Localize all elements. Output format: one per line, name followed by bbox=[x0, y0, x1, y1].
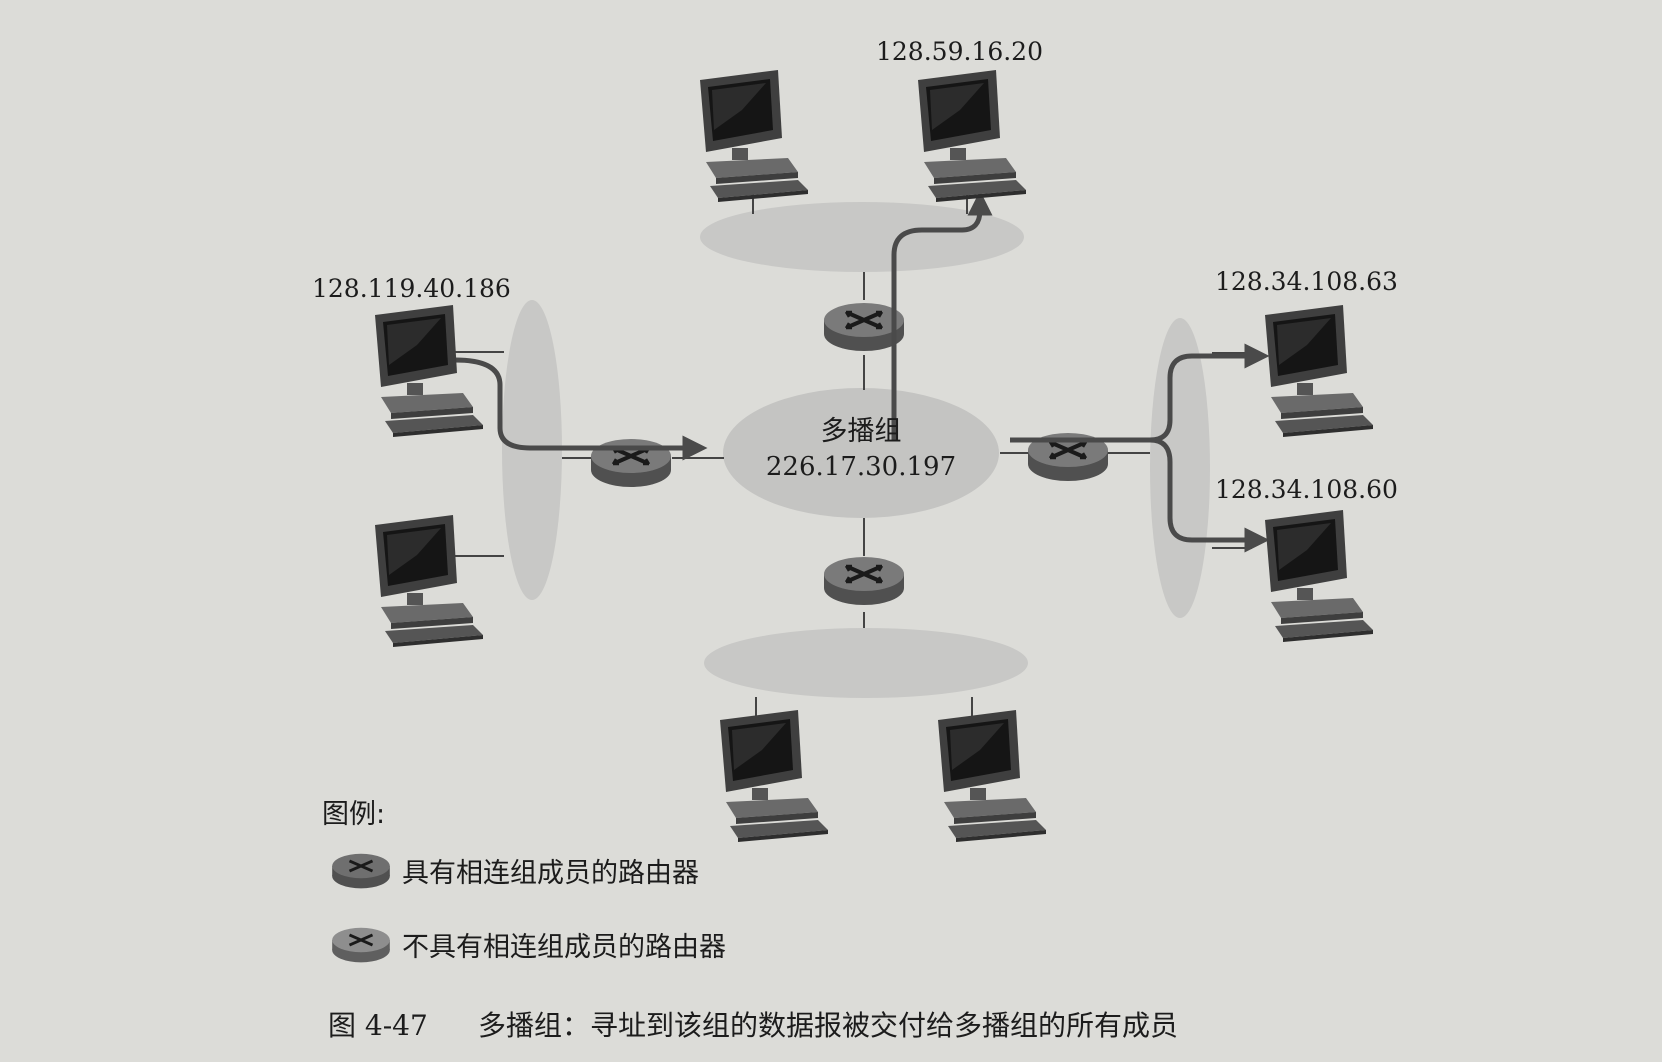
host-bottom-right bbox=[938, 710, 1046, 842]
host-ip-label: 128.59.16.20 bbox=[876, 37, 1043, 66]
host-top-right bbox=[918, 70, 1026, 202]
arrow-to-top-host bbox=[891, 190, 993, 440]
legend-member-router-label: 具有相连组成员的路由器 bbox=[402, 858, 699, 889]
arrow-to-right-bottom-host bbox=[1149, 437, 1270, 553]
host-top-left bbox=[700, 70, 808, 202]
host-right-bottom bbox=[1265, 510, 1373, 642]
host-ip-label: 128.34.108.63 bbox=[1215, 267, 1398, 296]
top-lan bbox=[700, 202, 1024, 272]
legend-title: 图例: bbox=[322, 799, 385, 830]
host-bottom-left bbox=[720, 710, 828, 842]
figure-number: 图 4-47 bbox=[328, 1009, 428, 1042]
legend-nonmember-router-label: 不具有相连组成员的路由器 bbox=[402, 932, 726, 963]
router-bottom bbox=[822, 555, 906, 607]
multicast-group-lan bbox=[723, 388, 999, 518]
delivery-arrows bbox=[454, 190, 1270, 553]
group-address: 226.17.30.197 bbox=[766, 452, 956, 482]
host-ip-label: 128.34.108.60 bbox=[1215, 475, 1398, 504]
arrow-into-group bbox=[454, 357, 708, 461]
legend-nonmember-router-icon bbox=[332, 927, 390, 963]
host-left-bottom bbox=[375, 515, 483, 647]
figure-caption: 多播组：寻址到该组的数据报被交付给多播组的所有成员 bbox=[478, 1009, 1178, 1042]
group-name: 多播组 bbox=[821, 416, 902, 447]
right-lan bbox=[1150, 318, 1210, 618]
arrow-to-right-top-host bbox=[1010, 343, 1270, 443]
legend-member-router-icon bbox=[332, 853, 390, 889]
bottom-lan bbox=[704, 628, 1028, 698]
host-ip-label: 128.119.40.186 bbox=[312, 274, 511, 303]
host-right-top bbox=[1265, 305, 1373, 437]
host-left-top bbox=[375, 305, 483, 437]
